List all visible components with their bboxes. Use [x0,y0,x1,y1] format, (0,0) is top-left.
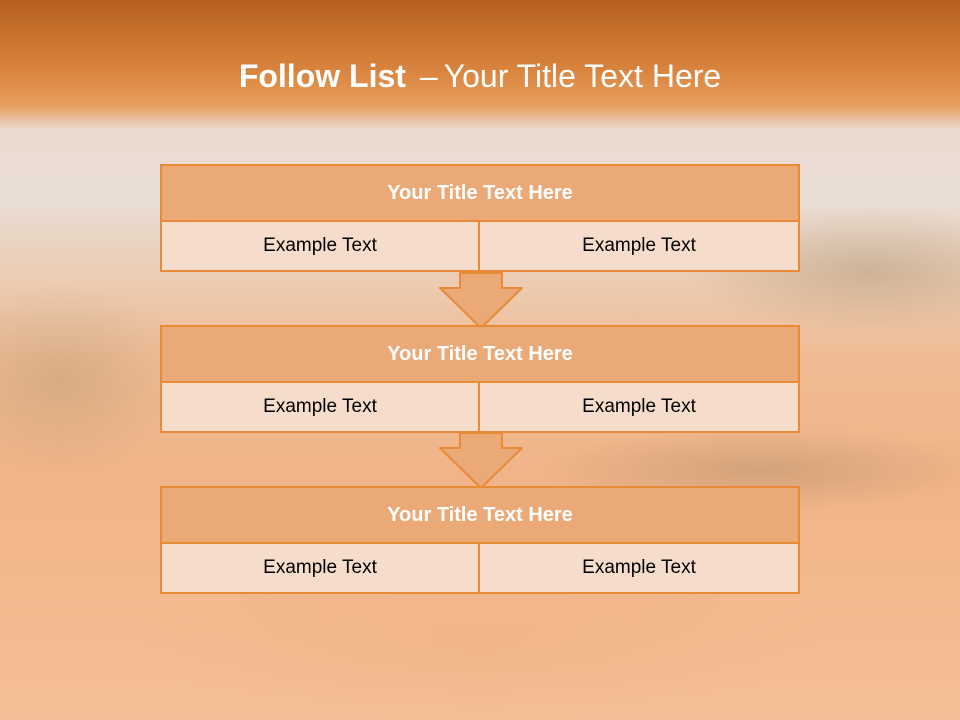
list-block-3: Your Title Text Here Example Text Exampl… [160,486,800,594]
list-block-1: Your Title Text Here Example Text Exampl… [160,164,800,272]
block-title: Your Title Text Here [160,486,800,544]
block-row: Example Text Example Text [160,544,800,594]
slide-title: Follow List–Your Title Text Here [0,54,960,98]
block-row: Example Text Example Text [160,383,800,433]
block-row: Example Text Example Text [160,222,800,272]
block-title: Your Title Text Here [160,164,800,222]
down-arrow-icon [439,272,523,329]
block-cell-left: Example Text [160,383,480,433]
block-cell-right: Example Text [480,383,800,433]
block-cell-right: Example Text [480,222,800,272]
title-rest-text: Your Title Text Here [443,58,722,94]
block-cell-left: Example Text [160,544,480,594]
title-strong-text: Follow List [238,58,406,94]
block-cell-right: Example Text [480,544,800,594]
title-separator: – [419,58,438,94]
list-block-2: Your Title Text Here Example Text Exampl… [160,325,800,433]
down-arrow-icon [439,432,523,489]
block-cell-left: Example Text [160,222,480,272]
block-title: Your Title Text Here [160,325,800,383]
